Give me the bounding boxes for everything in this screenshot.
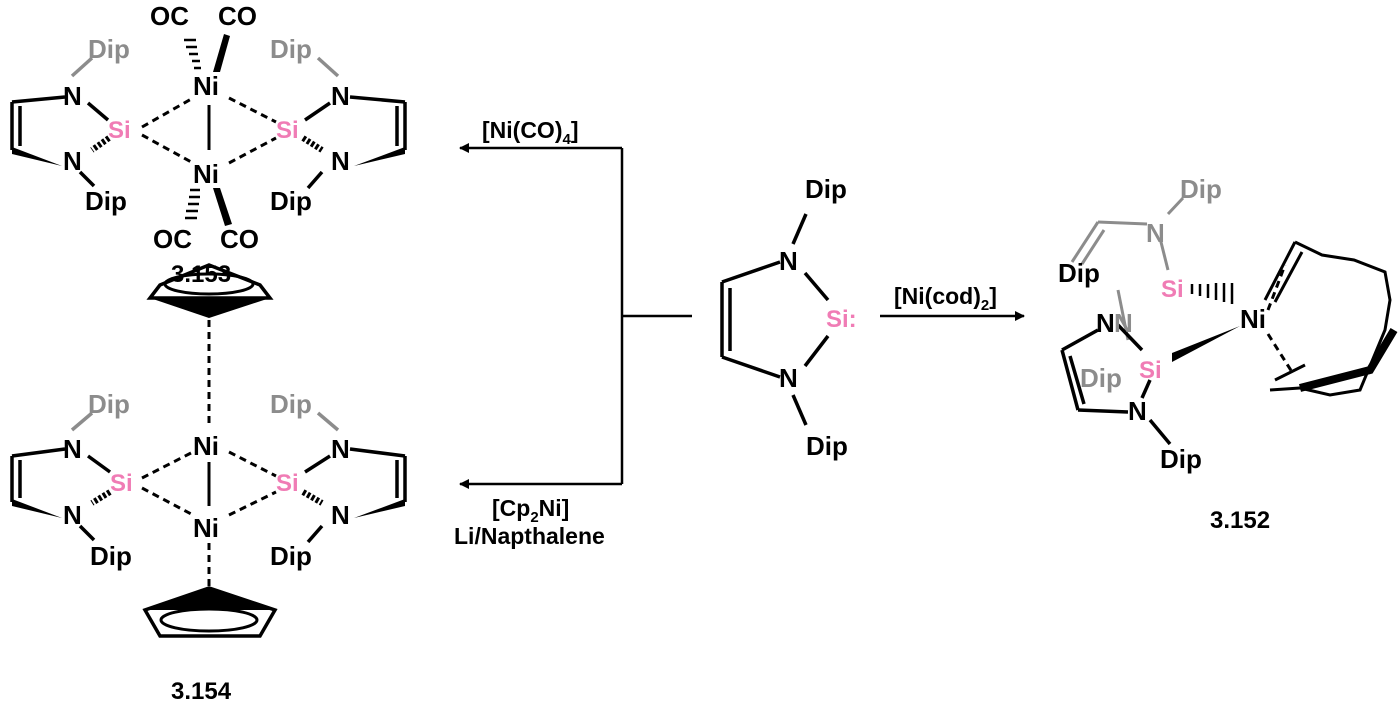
ni-si-dashed-bonds [141,450,277,517]
carbonyl-label: CO [218,1,257,31]
silicon-atom: Si [276,470,299,497]
dip-substituent: Dip [88,389,130,419]
nitrogen-atom: N [1128,396,1147,426]
nitrogen-atom: N [63,434,82,464]
nitrogen-atom: N [63,81,82,111]
nitrogen-atom: N [779,363,798,393]
nickel-atom: Ni [193,159,219,189]
silicon-atom: Si [1139,357,1162,384]
nitrogen-atom: N [779,246,798,276]
nitrogen-atom: N [1114,308,1133,338]
carbonyl-label: OC [150,1,189,31]
diazasilole-ring-front [1060,323,1172,446]
wedge-bond [12,499,62,518]
nickel-atom: Ni [1240,304,1266,334]
reagent-li-napthalene: Li/Napthalene [454,523,605,549]
compound-label-3-152: 3.152 [1210,507,1270,534]
diazasilole-ring-left [10,56,111,188]
dip-substituent: Dip [90,541,132,571]
nitrogen-atom: N [1096,308,1115,338]
nitrogen-atom: N [1146,218,1165,248]
nitrogen-atom: N [331,434,350,464]
dip-substituent: Dip [805,174,847,204]
nickel-atom: Ni [193,431,219,461]
cyclooctadiene-ligand [1263,240,1398,397]
nitrogen-atom: N [63,146,82,176]
wedge-bond [12,147,62,166]
silicon-atom: Si [108,117,131,144]
dip-substituent: Dip [270,186,312,216]
reagent-ni-cod2: [Ni(cod)2] [894,283,997,314]
ni-si-dashed-bonds [141,96,277,165]
dip-substituent: Dip [88,34,130,64]
dip-substituent: Dip [270,34,312,64]
cyclopentadienyl-ring-top [146,263,274,428]
dip-substituent: Dip [1160,444,1202,474]
carbonyl-label: OC [153,224,192,254]
compound-3-154: Ni Ni Si Si N N N N Dip Dip Dip Dip 3.15… [10,263,407,705]
compound-3-152: Ni Si Si N Dip Dip N N Dip N Dip 3.152 [1058,174,1398,534]
reaction-arrows [459,143,1025,489]
dip-substituent: Dip [1058,258,1100,288]
wedge-bond [354,147,405,166]
dip-substituent: Dip [806,431,848,461]
dip-substituent: Dip [1080,363,1122,393]
nitrogen-atom: N [63,500,82,530]
reagent-cp2ni: [Cp2Ni] [492,495,569,526]
nitrogen-atom: N [331,81,350,111]
si-ni-hash-bond [1190,283,1234,304]
compound-3-153: OC CO Ni Ni OC CO Si Si N N N N Dip Dip … [10,1,407,288]
nitrogen-atom: N [331,500,350,530]
carbonyl-hash-bonds [184,38,201,220]
silicon-atom: Si: [826,306,857,333]
wedge-bond [354,499,405,518]
compound-label-3-154: 3.154 [171,678,232,705]
carbonyl-wedge [213,34,230,72]
dip-substituent: Dip [270,541,312,571]
si-ni-wedge [1172,326,1240,362]
nickel-atom: Ni [193,513,219,543]
silicon-atom: Si [276,117,299,144]
silicon-atom: Si [1161,276,1184,303]
nickel-atom: Ni [193,71,219,101]
dip-substituent: Dip [85,186,127,216]
nitrogen-atom: N [331,146,350,176]
carbonyl-wedge [213,188,232,226]
silicon-atom: Si [110,470,133,497]
diazasilole-ring-right [301,56,407,190]
cyclopentadienyl-ring-bottom [142,543,278,638]
diazasilole-ring-back [1070,196,1185,341]
diazasilole-ring-right [301,411,407,544]
dip-substituent: Dip [270,389,312,419]
carbonyl-label: CO [220,224,259,254]
n-heterocyclic-silylene: N N Si: Dip Dip [720,174,857,461]
reagent-ni-co4: [Ni(CO)4] [482,117,579,148]
diazasilole-ring-left [10,411,112,542]
dip-substituent: Dip [1180,174,1222,204]
